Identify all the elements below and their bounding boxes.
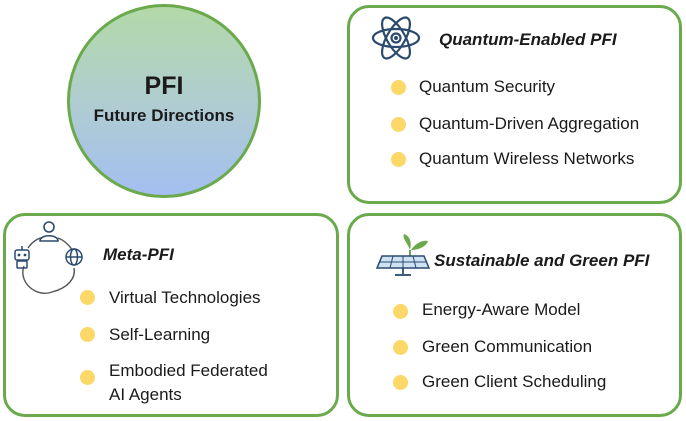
user-robot-globe-icon [14, 221, 83, 294]
center-subtitle: Future Directions [93, 106, 235, 125]
center-title: PFI [144, 72, 184, 100]
meta-item-2: Self-Learning [109, 325, 211, 344]
meta-box [3, 213, 339, 417]
meta-item-1: Virtual Technologies [109, 288, 261, 307]
center-circle: PFI Future Directions [67, 4, 261, 198]
green-item-2: Green Communication [422, 337, 593, 356]
bullet [80, 290, 95, 305]
atom-icon [371, 16, 421, 60]
green-item-3: Green Client Scheduling [422, 372, 607, 391]
bullet [393, 375, 408, 390]
green-title: Sustainable and Green PFI [434, 251, 650, 270]
bullet [80, 370, 95, 385]
quantum-title: Quantum-Enabled PFI [439, 30, 617, 49]
meta-item-3-line-2: AI Agents [109, 385, 182, 404]
quantum-item-2: Quantum-Driven Aggregation [419, 114, 640, 133]
bullet [393, 340, 408, 355]
solar-panel-leaf-icon [375, 234, 431, 276]
quantum-item-3: Quantum Wireless Networks [419, 149, 635, 168]
bullet [391, 117, 406, 132]
bullet [393, 304, 408, 319]
bullet [80, 327, 95, 342]
quantum-item-1: Quantum Security [419, 77, 556, 96]
green-item-1: Energy-Aware Model [422, 300, 581, 319]
meta-title: Meta-PFI [103, 245, 174, 264]
meta-item-3-line-1: Embodied Federated [109, 361, 268, 380]
bullet [391, 152, 406, 167]
bullet [391, 80, 406, 95]
quantum-box [347, 5, 682, 204]
